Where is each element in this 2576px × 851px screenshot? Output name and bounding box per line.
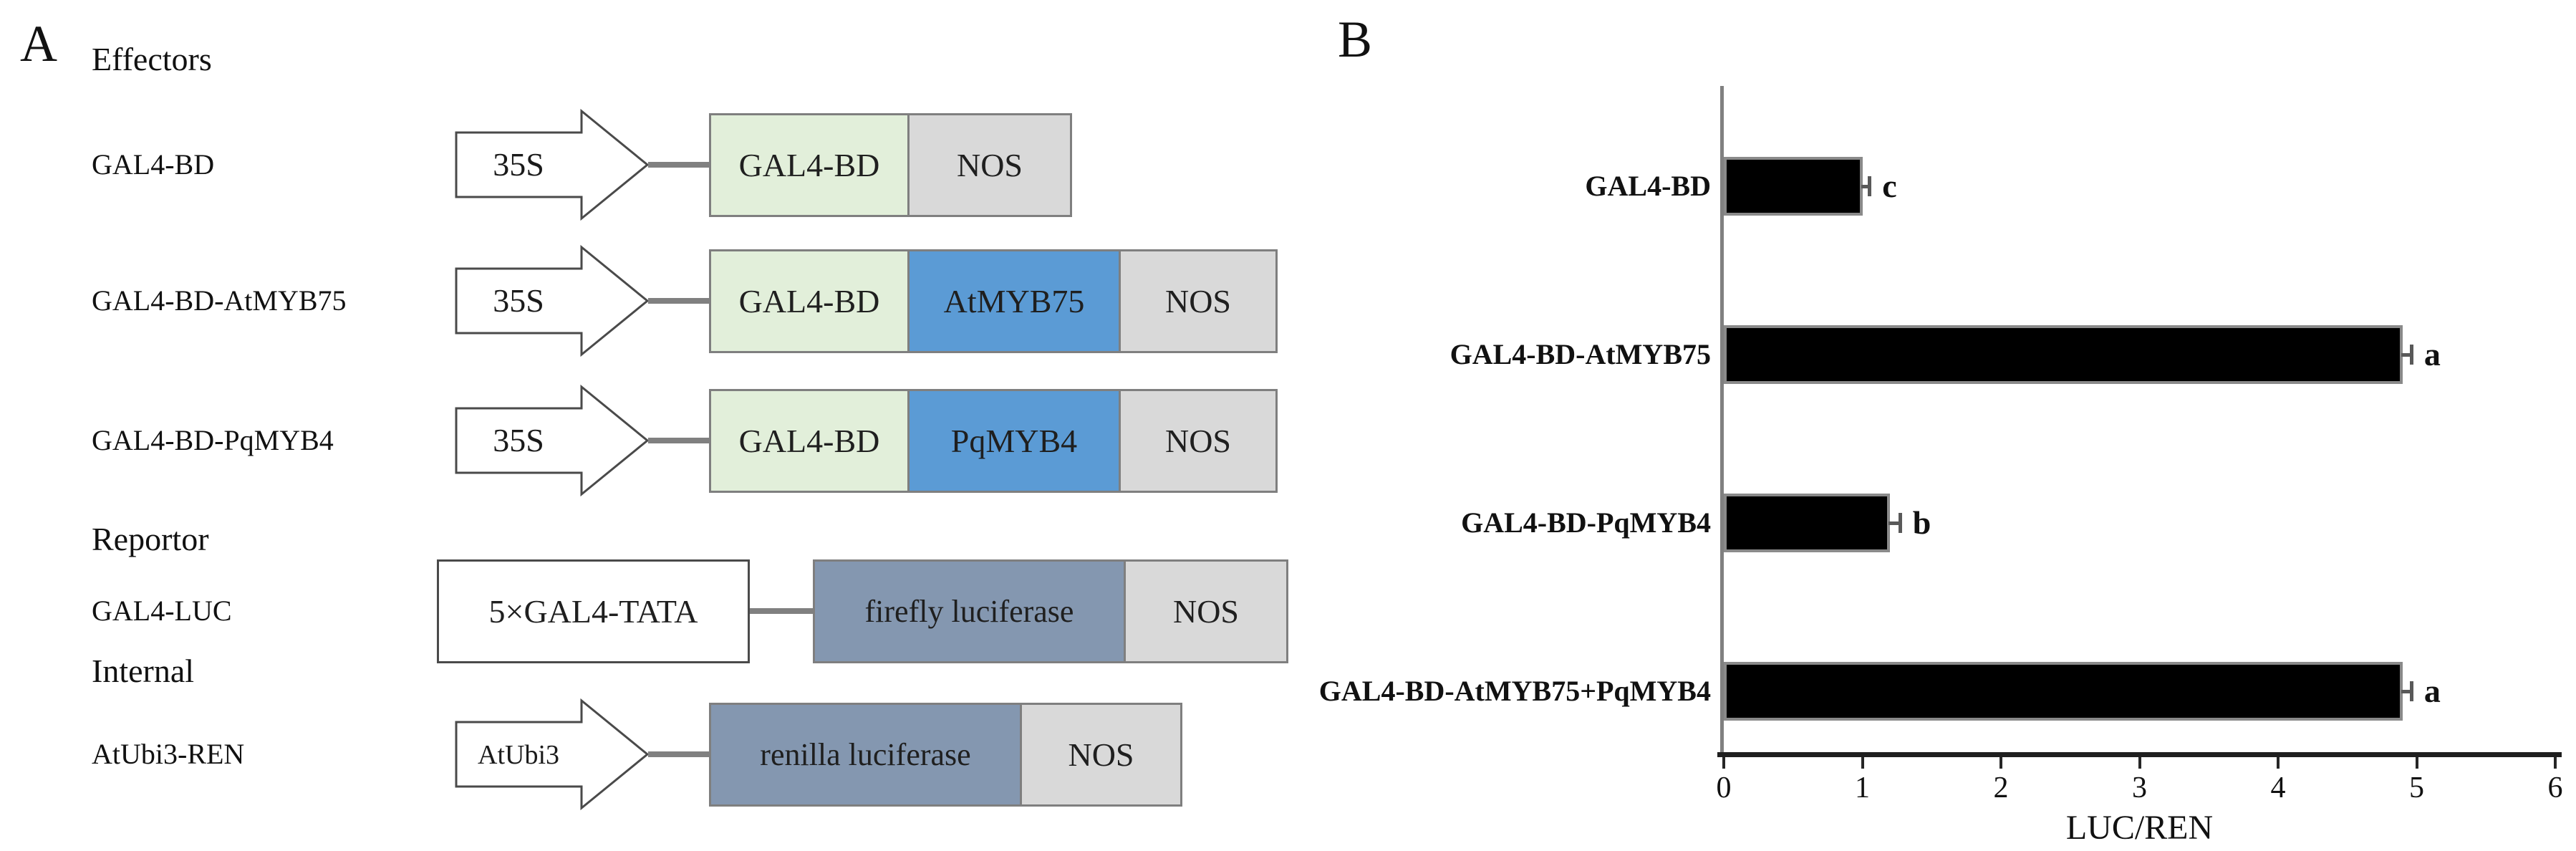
significance-letter: c: [1882, 168, 1897, 204]
error-bar-cap: [2409, 345, 2413, 365]
x-axis-tick-label: 3: [2132, 771, 2147, 804]
construct-name-gal4-luc: GAL4-LUC: [92, 595, 232, 627]
x-axis-tick-label: 5: [2409, 771, 2424, 804]
significance-letter: a: [2423, 336, 2441, 372]
gene-box-firefly-luciferase: firefly luciferase: [813, 559, 1126, 663]
bar-category-label: GAL4-BD-AtMYB75: [1449, 338, 1711, 370]
gene-box-nos: NOS: [1020, 703, 1182, 807]
gene-box-pqmyb4: PqMYB4: [907, 389, 1121, 493]
construct-name-gal4-bd: GAL4-BD: [92, 148, 215, 181]
promoter-arrow-35s: 35S: [455, 108, 650, 221]
promoter-35s-text: 35S: [493, 146, 544, 183]
promoter-box-5xgal4-tata: 5×GAL4-TATA: [437, 559, 750, 663]
bar-category-label: GAL4-BD: [1585, 170, 1711, 202]
bar-category-label: GAL4-BD-PqMYB4: [1461, 506, 1711, 539]
gene-box-nos: NOS: [907, 113, 1072, 217]
gene-box-nos: NOS: [1124, 559, 1288, 663]
gene-box-atmyb75: AtMYB75: [907, 249, 1121, 353]
construct-name-atubi3-ren: AtUbi3-REN: [92, 738, 245, 770]
gene-box-nos: NOS: [1119, 249, 1278, 353]
block-arrow-shape: [455, 244, 650, 357]
connector-line: [648, 162, 711, 168]
gene-box-gal4-bd: GAL4-BD: [709, 113, 910, 217]
connector-line: [750, 608, 816, 614]
promoter-35s-text: 35S: [493, 282, 544, 319]
x-axis-tick: [2138, 757, 2141, 769]
connector-line: [648, 298, 711, 304]
connector-line: [648, 438, 711, 443]
x-axis-tick: [1999, 757, 2002, 769]
error-bar-cap: [1868, 176, 1872, 196]
bar-1: [1724, 157, 1863, 216]
significance-letter: b: [1912, 504, 1931, 541]
gene-box-renilla-luciferase: renilla luciferase: [709, 703, 1022, 807]
error-bar: [1861, 185, 1870, 188]
gene-box-gal4-bd: GAL4-BD: [709, 389, 910, 493]
x-axis-tick-label: 1: [1855, 771, 1870, 804]
significance-letter: a: [2423, 673, 2441, 709]
panel-b-label: B: [1338, 11, 1373, 68]
heading-reporter: Reportor: [92, 521, 209, 557]
gene-box-nos: NOS: [1119, 389, 1278, 493]
promoter-arrow-35s: 35S: [455, 384, 650, 497]
heading-effectors: Effectors: [92, 41, 212, 77]
x-axis-tick: [2277, 757, 2280, 769]
connector-line: [648, 751, 711, 757]
block-arrow-shape: [455, 108, 650, 221]
bar-2: [1724, 325, 2403, 384]
promoter-arrow-atubi3: AtUbi3: [455, 698, 650, 811]
x-axis-tick-label: 6: [2547, 771, 2563, 804]
gene-box-gal4-bd: GAL4-BD: [709, 249, 910, 353]
promoter-35s-text: 35S: [493, 422, 544, 458]
error-bar-cap: [2409, 681, 2413, 701]
x-axis-tick: [2415, 757, 2418, 769]
error-bar: [1888, 521, 1900, 525]
error-bar: [2401, 353, 2411, 357]
x-axis-tick-label: 2: [1993, 771, 2009, 804]
panel-a-label: A: [20, 15, 57, 72]
error-bar: [2401, 690, 2411, 693]
x-axis-tick: [2554, 757, 2557, 769]
x-axis-tick: [1861, 757, 1864, 769]
block-arrow-shape: [455, 384, 650, 497]
construct-name-gal4-bd-pqmyb4: GAL4-BD-PqMYB4: [92, 424, 334, 456]
bar-4: [1724, 662, 2403, 721]
error-bar-cap: [1898, 513, 1902, 533]
block-arrow-shape: [455, 698, 650, 811]
x-axis-tick-label: 0: [1716, 771, 1732, 804]
heading-internal: Internal: [92, 653, 195, 689]
promoter-atubi3-text: AtUbi3: [478, 740, 559, 770]
x-axis-tick-label: 4: [2270, 771, 2286, 804]
y-axis-line: [1720, 86, 1724, 757]
bar-category-label: GAL4-BD-AtMYB75+PqMYB4: [1318, 675, 1711, 707]
construct-name-gal4-bd-atmyb75: GAL4-BD-AtMYB75: [92, 284, 347, 317]
x-axis-line: [1717, 752, 2562, 757]
promoter-arrow-35s: 35S: [455, 244, 650, 357]
x-axis-tick: [1722, 757, 1725, 769]
bar-3: [1724, 494, 1891, 552]
x-axis-title: LUC/REN: [2065, 809, 2214, 847]
